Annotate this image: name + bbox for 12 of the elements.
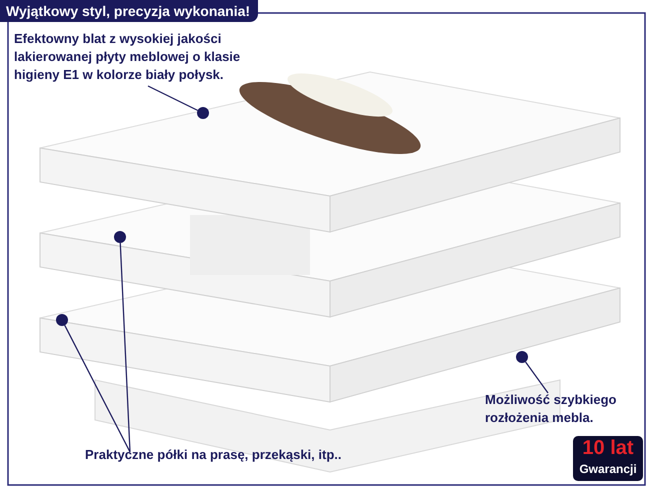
- warranty-years: 10 lat: [581, 438, 635, 458]
- leader-line: [120, 242, 131, 452]
- callout-text: Efektowny blat z wysokiej jakości lakierowanej płyty meblowej o klasie higieny E1 w kolorze biały połysk.: [14, 30, 264, 84]
- leader-line: [64, 325, 131, 452]
- callout-text: Praktyczne półki na prasę, przekąski, itp..: [85, 446, 385, 464]
- title-banner: Wyjątkowy styl, precyzja wykonania!: [0, 0, 258, 22]
- callout-dot: [516, 351, 528, 363]
- leader-line: [148, 85, 198, 111]
- callout-text: Możliwość szybkiego rozłożenia mebla.: [485, 391, 637, 427]
- callout-dot: [197, 107, 209, 119]
- warranty-label: Gwarancji: [578, 463, 638, 475]
- leader-line: [525, 362, 548, 394]
